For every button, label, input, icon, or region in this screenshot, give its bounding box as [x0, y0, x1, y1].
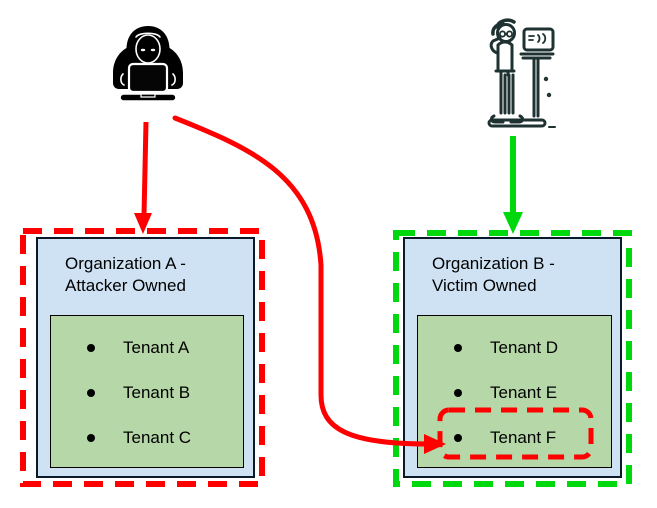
- org-a-title-line2: Attacker Owned: [65, 275, 186, 295]
- tenant-row-e: Tenant E: [418, 381, 611, 405]
- arm-on-chin: [489, 36, 502, 55]
- victim-to-org-b-arrowhead: [503, 212, 523, 234]
- hacker-hoodie-laptop-icon: [113, 26, 183, 102]
- tenant-row-c: Tenant C: [51, 426, 243, 450]
- org-b-title-line2: Victim Owned: [432, 275, 537, 295]
- tenant-a-label: Tenant A: [123, 338, 190, 357]
- org-b-title-line1: Organization B -: [432, 254, 555, 273]
- tenant-c-label: Tenant C: [123, 428, 192, 447]
- org-b-box: Organization B - Victim Owned Tenant D T…: [403, 237, 622, 478]
- org-a-title-line1: Organization A -: [65, 254, 186, 273]
- org-a-box: Organization A - Attacker Owned Tenant A…: [36, 237, 255, 478]
- attacker-to-org-a-arrowhead: [134, 213, 152, 234]
- org-b-tenant-box: Tenant D Tenant E Tenant F: [417, 315, 612, 468]
- hair-scribble: [491, 18, 516, 36]
- bullet-icon: [454, 389, 462, 397]
- org-a-title: Organization A - Attacker Owned: [65, 253, 186, 296]
- org-b-title: Organization B - Victim Owned: [432, 253, 555, 296]
- bullet-icon: [87, 344, 95, 352]
- bullet-icon: [87, 389, 95, 397]
- laptop-screen: [127, 62, 169, 94]
- legs: [499, 73, 515, 115]
- bullet-icon: [454, 434, 462, 442]
- tenant-row-d: Tenant D: [418, 336, 611, 360]
- tenant-row-b: Tenant B: [51, 381, 243, 405]
- tenant-d-label: Tenant D: [490, 338, 559, 357]
- stand-pole: [532, 56, 540, 118]
- tenant-row-a: Tenant A: [51, 336, 243, 360]
- bullet-icon: [454, 344, 462, 352]
- screen-waves: [537, 33, 547, 44]
- laptop-screen: [522, 27, 555, 52]
- tenant-e-label: Tenant E: [490, 383, 558, 402]
- tenant-f-label: Tenant F: [490, 428, 557, 447]
- tenant-b-label: Tenant B: [123, 383, 191, 402]
- org-a-tenant-box: Tenant A Tenant B Tenant C: [50, 315, 244, 468]
- person-standing-laptop-icon: [487, 18, 556, 128]
- tenant-row-f: Tenant F: [418, 426, 611, 450]
- bullet-icon: [87, 434, 95, 442]
- torso: [494, 40, 516, 77]
- stand-base: [487, 118, 547, 128]
- attacker-to-org-a-arrow-line: [141, 121, 149, 217]
